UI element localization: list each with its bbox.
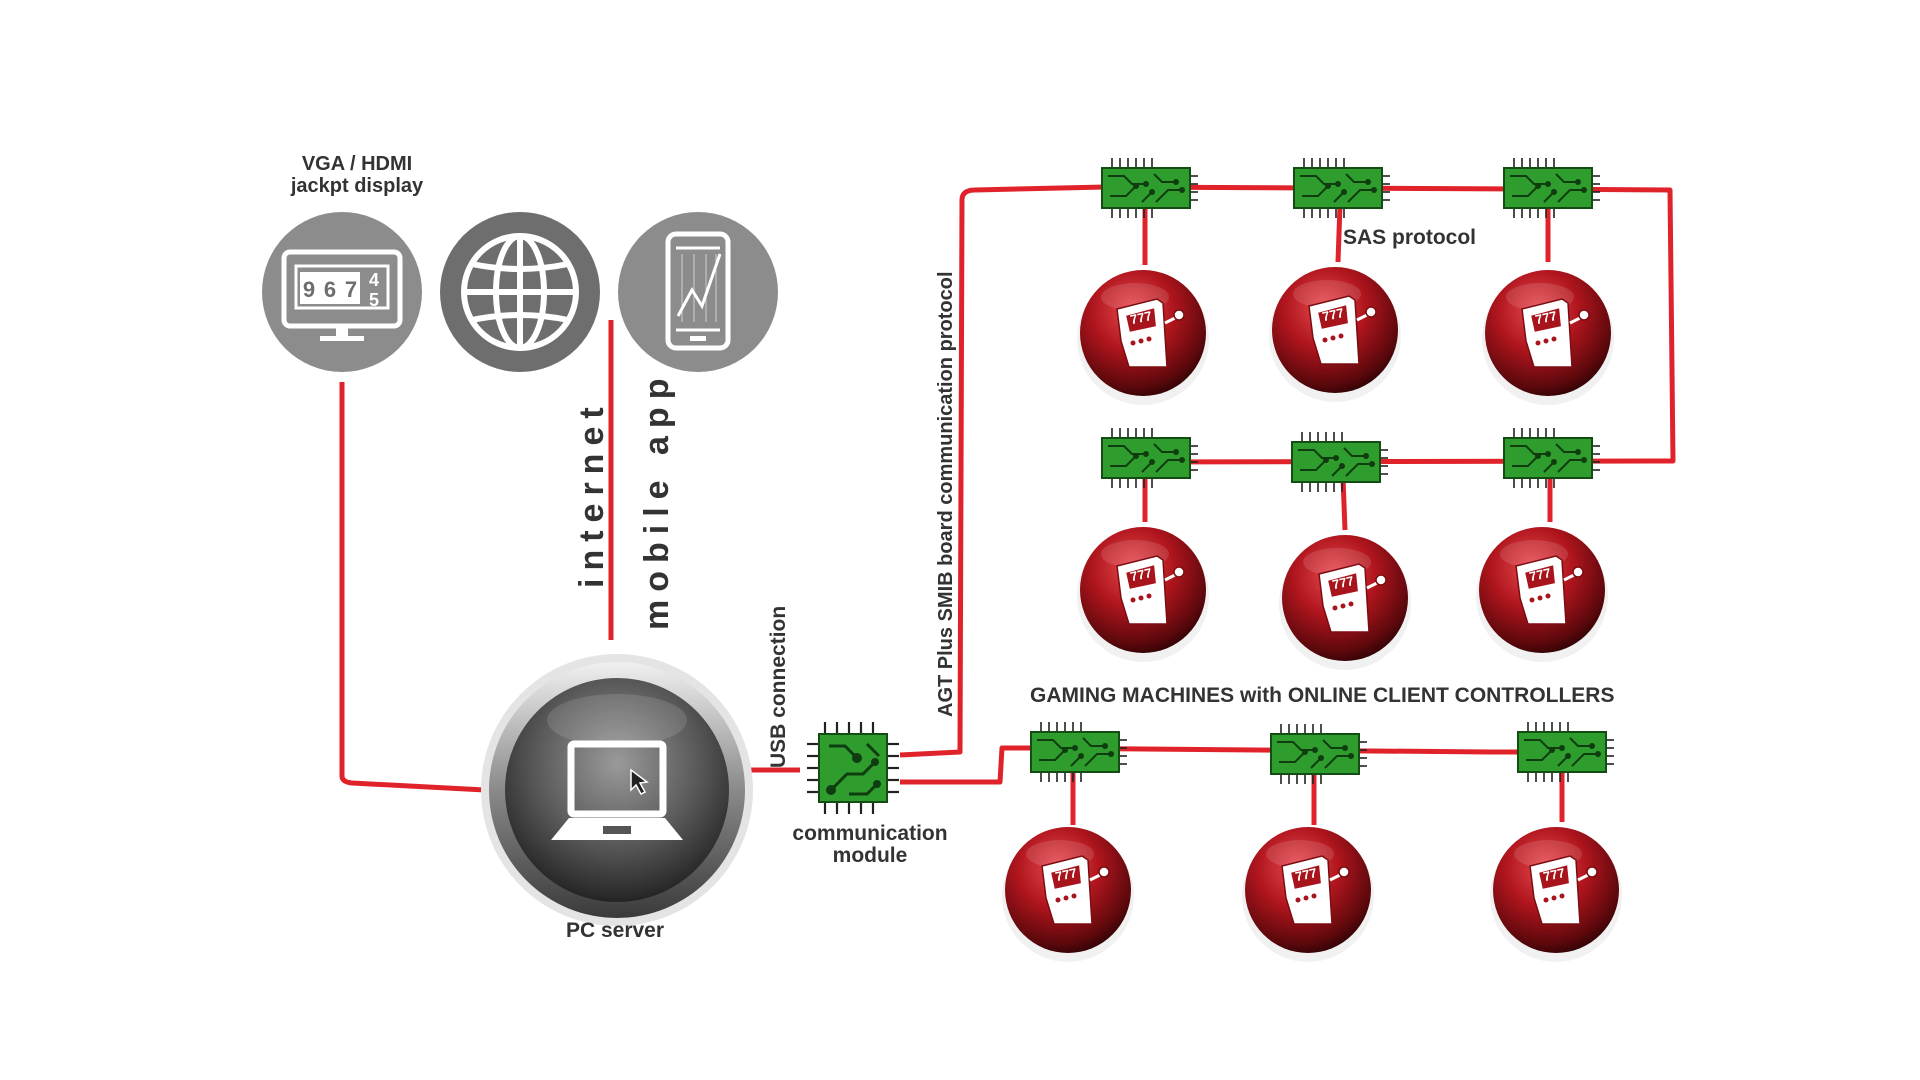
module-label-line1: communication	[792, 822, 947, 845]
controller-board-7	[1030, 721, 1128, 783]
controller-board-4	[1101, 427, 1199, 489]
agt-protocol-label: AGT Plus SMIB board communication protoc…	[935, 271, 957, 717]
controller-board-5	[1291, 431, 1389, 493]
lower-row-wire	[900, 745, 1525, 785]
slot-machine-icon	[1075, 268, 1211, 407]
slot-machine-icon	[1075, 525, 1211, 664]
counter-roll-2: 5	[369, 290, 379, 310]
slot-machine-icon	[1480, 268, 1616, 407]
counter-roll-1: 4	[369, 270, 379, 290]
chip-icon	[807, 722, 899, 814]
controller-board-9	[1517, 721, 1615, 783]
slot-machine-icon	[1267, 265, 1403, 404]
slot-machine-icon	[1277, 533, 1413, 672]
agt-wire	[899, 184, 1106, 758]
sas-protocol-label: SAS protocol	[1343, 226, 1476, 249]
display-label-line2: jackpt display	[290, 175, 424, 197]
pc-server-label: PC server	[566, 919, 664, 942]
module-label-line2: module	[833, 844, 908, 867]
slot-machine-icon	[1240, 825, 1376, 964]
usb-connection-label: USB connection	[767, 606, 790, 768]
drop-wires	[1070, 204, 1565, 825]
display-label-line1: VGA / HDMI	[302, 153, 412, 175]
counter-digit-3: 7	[345, 277, 357, 302]
controller-board-3	[1503, 157, 1601, 219]
controller-board-8	[1270, 723, 1368, 785]
laptop-icon	[481, 654, 753, 926]
slot-machine-icon	[1000, 825, 1136, 964]
slot-machine-icon	[1488, 825, 1624, 964]
counter-digit-2: 6	[324, 277, 336, 302]
controller-board-6	[1503, 427, 1601, 489]
top-row-wire	[1104, 184, 1676, 465]
jackpot-display-icon: 9 6 7 4 5	[262, 212, 422, 372]
globe-icon	[440, 212, 600, 372]
slot-machine-icon	[1474, 525, 1610, 664]
smartphone-chart-icon	[618, 212, 778, 372]
display-wire	[339, 382, 486, 793]
connection-wires	[339, 184, 1676, 825]
gaming-machines-label: GAMING MACHINES with ONLINE CLIENT CONTR…	[1030, 684, 1614, 707]
internet-label: internet	[573, 399, 611, 588]
counter-digit-1: 9	[303, 277, 315, 302]
controller-board-1	[1101, 157, 1199, 219]
controller-board-2	[1293, 157, 1391, 219]
mobile-app-label: mobile app	[638, 371, 676, 630]
gaming-machines	[1000, 265, 1624, 964]
